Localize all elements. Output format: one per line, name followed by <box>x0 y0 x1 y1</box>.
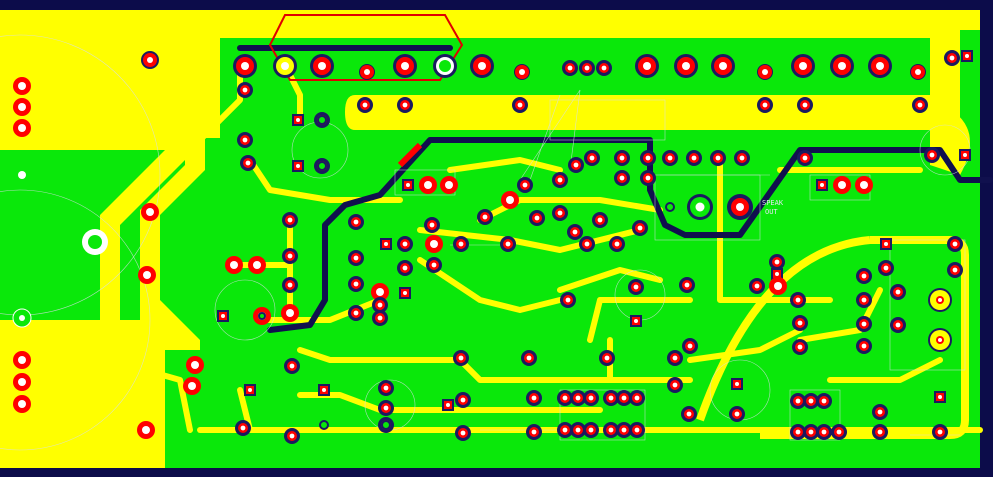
regulator-outline <box>268 14 464 81</box>
left-mount-pads <box>12 165 108 328</box>
output-terminal-pads <box>687 194 952 352</box>
left-connector-bottom <box>13 351 31 413</box>
speaker-out-label-2: OUT <box>765 208 778 216</box>
top-header-pads <box>141 51 926 80</box>
left-connector-top <box>13 77 31 137</box>
speaker-out-label: SPEAK <box>762 199 784 207</box>
silkscreen <box>0 34 971 451</box>
green-vias <box>258 115 675 430</box>
